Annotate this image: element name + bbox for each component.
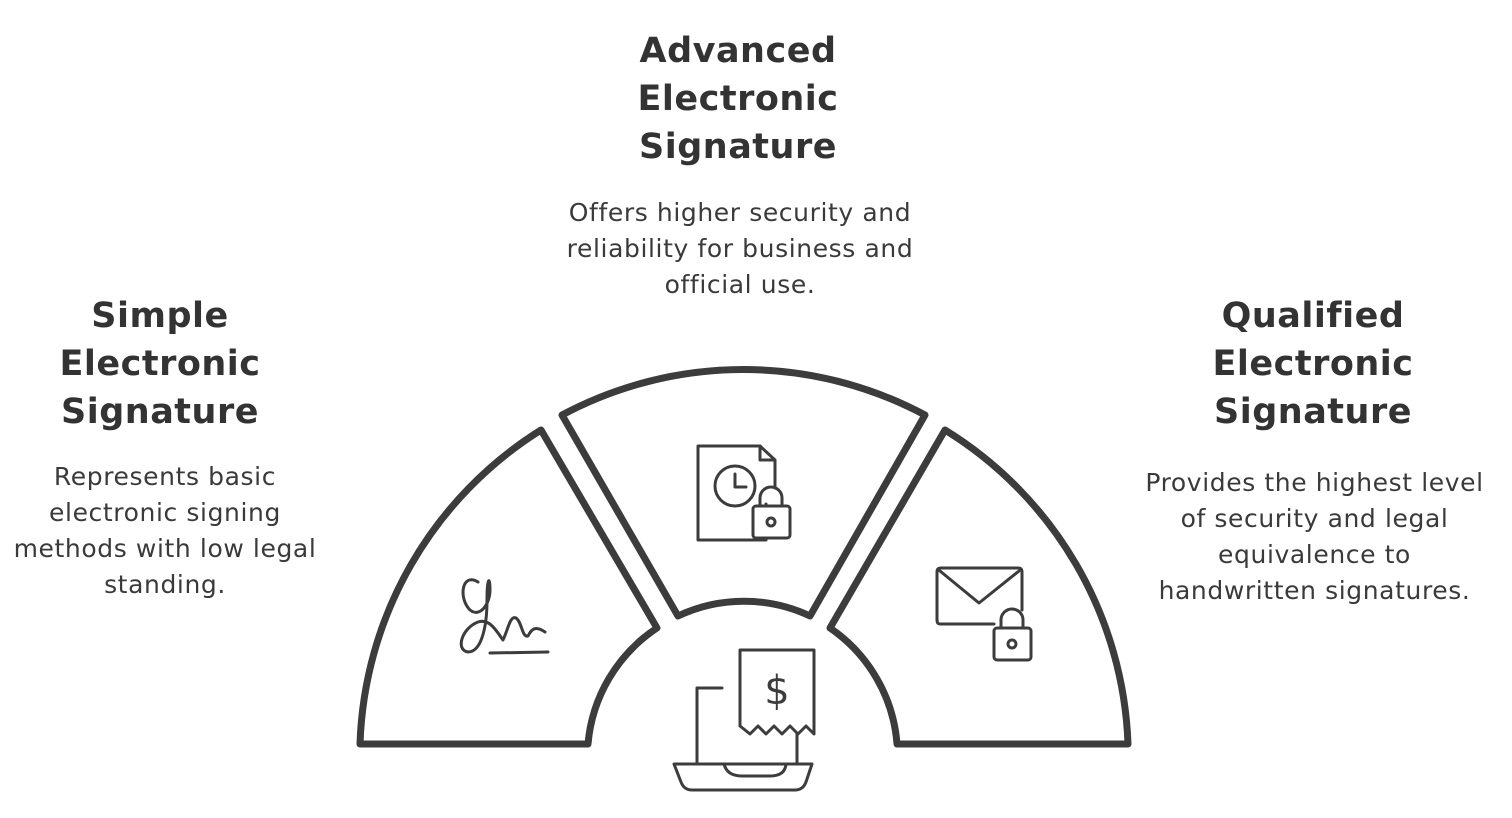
handwritten-signature-icon bbox=[459, 578, 550, 655]
document-clock-lock-icon bbox=[696, 444, 792, 542]
simple-signature-description: Represents basic electronic signing meth… bbox=[13, 462, 317, 599]
qualified-signature-description: Provides the highest level of security a… bbox=[1145, 468, 1484, 605]
qualified-signature-segment bbox=[826, 426, 1132, 748]
dollar-sign-icon: $ bbox=[764, 668, 789, 714]
advanced-signature-segment bbox=[558, 366, 929, 620]
laptop-receipt-dollar-icon: $ bbox=[672, 648, 816, 792]
simple-signature-title: Simple Electronic Signature bbox=[59, 296, 261, 432]
advanced-signature-title: Advanced Electronic Signature bbox=[637, 31, 839, 167]
simple-signature-segment bbox=[356, 426, 661, 748]
qualified-signature-title: Qualified Electronic Signature bbox=[1212, 296, 1414, 432]
envelope-lock-icon bbox=[935, 566, 1033, 662]
advanced-signature-description: Offers higher security and reliability f… bbox=[566, 198, 914, 299]
